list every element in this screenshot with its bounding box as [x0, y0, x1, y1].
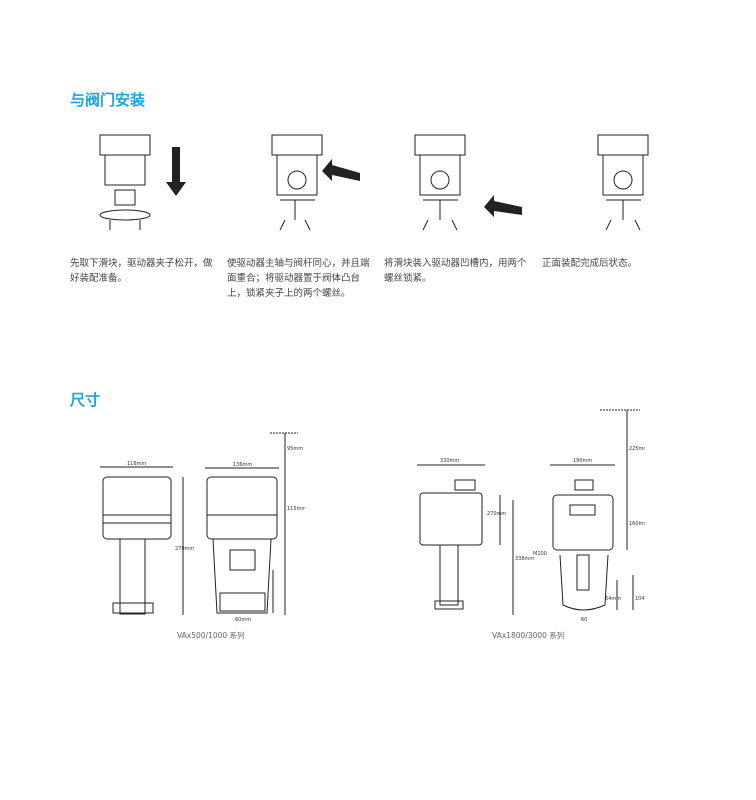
- step-1-caption: 先取下滑块，驱动器夹子松开，做好装配准备。: [70, 258, 213, 284]
- dim-label: 136mm: [233, 462, 252, 468]
- dimensions-section-title: 尺寸: [70, 391, 101, 409]
- arrow-left-icon: [484, 195, 522, 217]
- vax1800-3000-dimension-drawing: 330mm 270mm 338mm 190mm 225mm 160mm M100…: [417, 409, 645, 623]
- dim-label: 270mm: [175, 546, 194, 552]
- dim-label: 338mm: [515, 556, 534, 562]
- dim-label: 270mm: [487, 511, 506, 517]
- step-4-caption: 正面装配完成后状态。: [542, 258, 638, 269]
- step-2-caption: 使驱动器主轴与阀杆同心，并且端面重合；将驱动器置于阀体凸台上，锁紧夹子上的两个螺…: [227, 258, 370, 299]
- arrow-left-icon: [322, 159, 360, 181]
- install-section-title: 与阀门安装: [70, 91, 146, 109]
- dim-label: M100: [533, 551, 547, 557]
- step-3-caption: 将滑块装入驱动器凹槽内，用两个螺丝锁紧。: [384, 258, 527, 284]
- arrow-down-icon: [166, 147, 186, 196]
- dim-label: 116mm: [127, 461, 146, 467]
- step-4-illustration: [597, 134, 649, 231]
- step-3-illustration: [414, 134, 522, 231]
- step-1-illustration: [99, 134, 186, 230]
- dim-label: 104mm: [635, 596, 645, 602]
- dim-label: 190mm: [573, 458, 592, 464]
- dim-label: 115mm: [287, 506, 305, 512]
- vax500-1000-dimension-drawing: 116mm 136mm 270mm 95mm 115mm 60mm: [100, 432, 305, 623]
- dim-label: 60: [581, 617, 587, 623]
- dim-label: 60mm: [235, 617, 251, 623]
- series-label-vax500-1000: VAx500/1000 系列: [177, 631, 245, 640]
- step-2-illustration: [271, 134, 360, 231]
- series-label-vax1800-3000: VAx1800/3000 系列: [492, 631, 565, 640]
- dim-label: 225mm: [629, 446, 645, 452]
- dim-label: 95mm: [287, 446, 303, 452]
- dim-label: 330mm: [440, 458, 459, 464]
- dim-label: 160mm: [629, 521, 645, 527]
- dim-label: 64mm: [605, 596, 621, 602]
